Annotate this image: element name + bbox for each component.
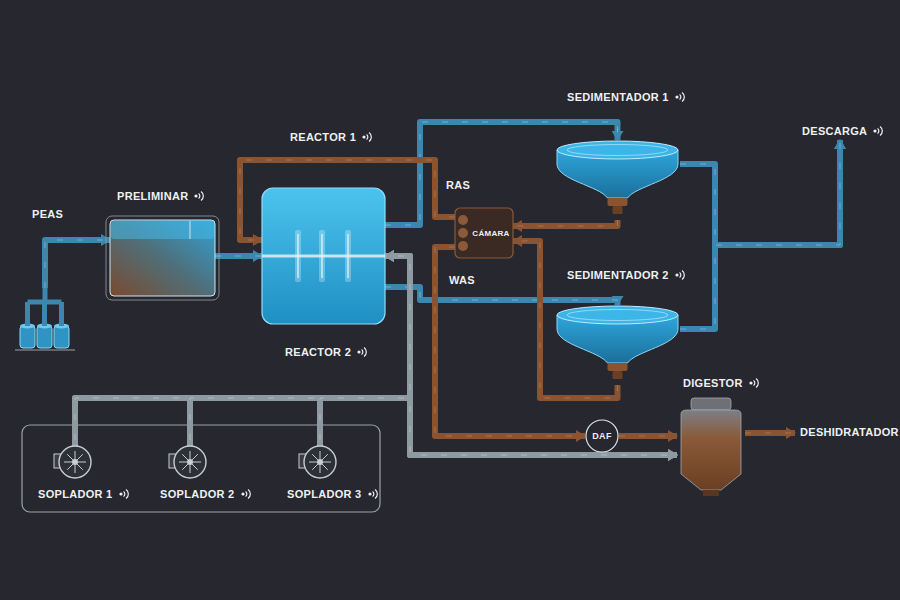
pipe-connector [680,140,840,329]
pipe-connector [75,398,677,455]
pipe [619,433,677,439]
pumps-symbol [15,288,75,352]
sensor-icon [873,125,884,137]
pipe-connector [215,256,262,257]
sensor-icon [362,131,373,143]
unit-label: SOPLADOR 3 [285,487,364,501]
clar-symbol [555,305,680,385]
prelim-symbol [110,220,215,296]
unit-label: PRELIMINAR [115,189,190,203]
flow-dash [385,287,618,305]
process-unit: DIGESTOR [677,398,745,496]
flow-dash [745,433,795,434]
sensor-icon [119,488,130,500]
flow-label: REACTOR 1 [288,130,358,144]
process-unit: SOPLADOR 3 [295,440,345,482]
pipe-connector [435,247,585,436]
process-unit: CÁMARA [455,208,513,258]
process-unit: PEAS [15,288,75,352]
process-unit: SOPLADOR 1 [50,440,100,482]
process-unit: DAF [585,419,619,453]
sensor-icon [241,488,252,500]
process-unit: PRELIMINAR [110,220,215,296]
pipe-connector [45,240,110,288]
reactor-symbol [262,188,385,324]
sensor-icon [749,377,760,389]
unit-name: CÁMARA [472,229,509,238]
flow-dash [435,247,585,436]
flow-dash [45,240,110,288]
blower-symbol [50,440,100,482]
pipe-connector [190,398,677,455]
sensor-icon [357,346,368,358]
unit-label: DIGESTOR [681,376,745,390]
pipe [680,140,840,245]
pipe [745,430,795,436]
pipe [45,240,110,288]
pipe-connector [680,140,840,245]
unit-label: DESCARGA [800,124,869,138]
pipe-connector [619,436,677,437]
process-unit: SEDIMENTADOR 1 [555,140,680,220]
unit-label: REACTOR 2 [283,345,353,359]
pipe [215,253,262,259]
process-unit: REACTOR 2 [262,188,385,324]
blower-symbol [295,440,345,482]
pipe-connector [320,398,677,455]
flow-dash [320,398,677,455]
endpoint-label: DESHIDRATADOR [798,425,900,439]
unit-label: DESHIDRATADOR [798,425,900,439]
pipe [385,287,618,305]
flow-dash [680,140,840,329]
pipe [435,247,585,436]
sensor-icon [368,488,379,500]
pipe-connector [745,433,795,434]
process-unit: SEDIMENTADOR 2 [555,305,680,385]
unit-label: PEAS [30,207,65,221]
pipe [513,220,618,226]
sensor-icon [194,190,205,202]
dig-symbol [677,398,745,496]
pipe [680,140,840,329]
unit-label: SOPLADOR 2 [158,487,237,501]
flow-dash [215,256,262,257]
pipe [75,398,677,455]
flow-label: WAS [447,273,477,287]
flow-dash [619,436,677,437]
pipe [190,398,677,455]
unit-name: DAF [592,431,611,441]
unit-label: SEDIMENTADOR 2 [565,268,671,282]
blower-symbol [165,440,215,482]
flow-dash [680,140,840,245]
pipe-connector [513,220,618,226]
flow-label: RAS [444,178,472,192]
flow-dash [513,220,618,226]
unit-label: SEDIMENTADOR 1 [565,90,671,104]
unit-label: SOPLADOR 1 [36,487,115,501]
endpoint-label: DESCARGA [800,124,884,138]
clar-symbol [555,140,680,220]
flow-dash [75,398,677,455]
pipe [320,398,677,455]
process-unit: SOPLADOR 2 [165,440,215,482]
flow-dash [190,398,677,455]
sensor-icon [675,91,686,103]
sensor-icon [675,269,686,281]
pipe-connector [385,287,618,305]
